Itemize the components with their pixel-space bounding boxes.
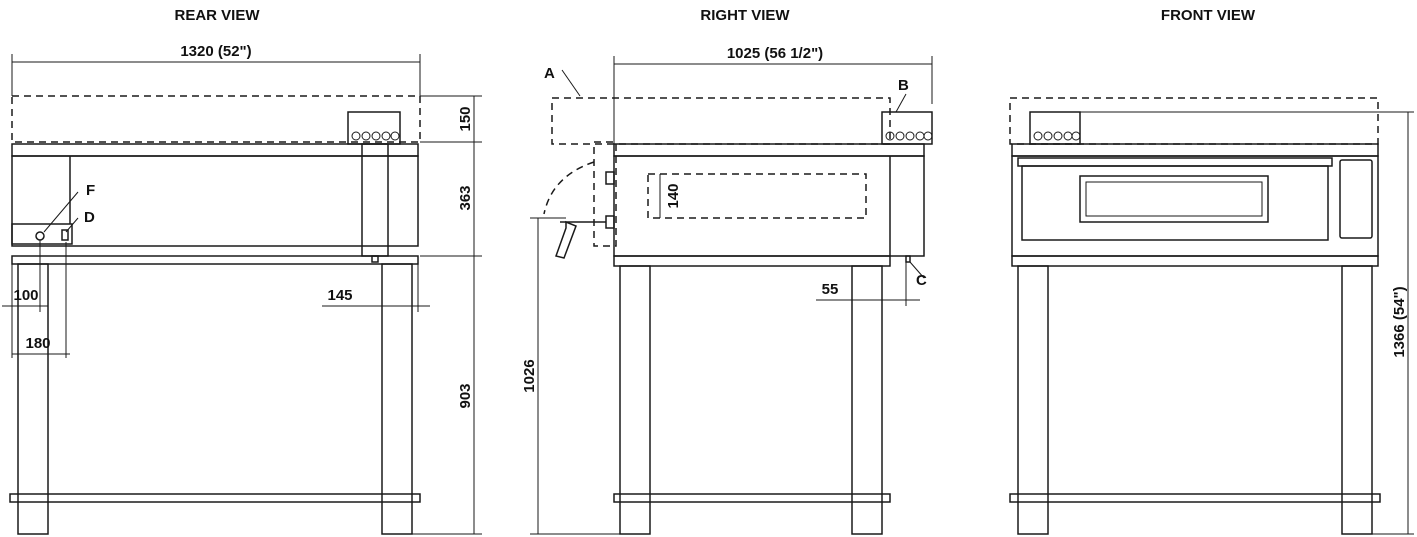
front-total-height-label: 1366 (54") [1391,286,1408,357]
rear-offset-145-label: 145 [327,287,352,304]
label-d: D [84,209,95,226]
label-a: A [544,65,555,82]
rear-hood-outline [11,95,421,143]
rear-leg-left [17,263,49,535]
right-leg-left [619,265,651,535]
right-offset-55-label: 55 [822,281,839,298]
front-hood-outline [1009,97,1379,145]
right-lower-shelf [613,493,891,503]
front-control-panel [1339,159,1373,239]
front-lower-shelf [1009,493,1381,503]
rear-hood-height-label: 150 [457,106,474,131]
front-door-header [1017,157,1333,167]
right-door-outline [593,141,617,247]
label-b: B [898,77,909,94]
rear-connection-panel [11,223,73,245]
rear-leg-right [381,263,413,535]
label-c: C [916,272,927,289]
rear-oven-height-label: 363 [457,185,474,210]
front-oven-body [1011,155,1379,257]
rear-view: 1320 (52") F D 150 [2,43,482,535]
rear-view-title: REAR VIEW [174,7,260,24]
front-window-frame [1079,175,1269,223]
front-stand-top [1011,255,1379,267]
power-connection-d [61,229,69,241]
rear-oven-body [11,155,419,247]
right-view: 1025 (56 1/2") A B 140 [521,45,933,535]
rear-stand-height-label: 903 [457,383,474,408]
right-total-height-label: 1026 [521,359,538,392]
right-window-outline [647,173,867,219]
front-view: 1366 (54") [1009,97,1414,535]
rear-flue-column [361,143,389,257]
right-stand-top [613,255,891,267]
front-leg-left [1017,265,1049,535]
rear-lower-shelf [9,493,421,503]
rear-stand-top [11,255,419,265]
right-view-title: RIGHT VIEW [700,7,790,24]
right-window-height-label: 140 [665,183,682,208]
front-view-title: FRONT VIEW [1161,7,1256,24]
rear-width-label: 1320 (52") [180,43,251,60]
front-oven-door [1021,165,1329,241]
front-leg-right [1341,265,1373,535]
right-top-band [613,143,925,157]
right-depth-label: 1025 (56 1/2") [727,45,823,62]
right-door-handle [555,220,577,259]
label-f: F [86,182,95,199]
right-leg-right [851,265,883,535]
rear-top-band [11,143,419,157]
right-hood-outline [551,97,891,145]
right-door-swing-arc [543,161,595,215]
gas-connection-f [35,231,45,241]
front-window-glass [1085,181,1263,217]
rear-offset-180-label: 180 [25,335,50,352]
front-top-band [1011,143,1379,157]
rear-offset-100-label: 100 [13,287,38,304]
